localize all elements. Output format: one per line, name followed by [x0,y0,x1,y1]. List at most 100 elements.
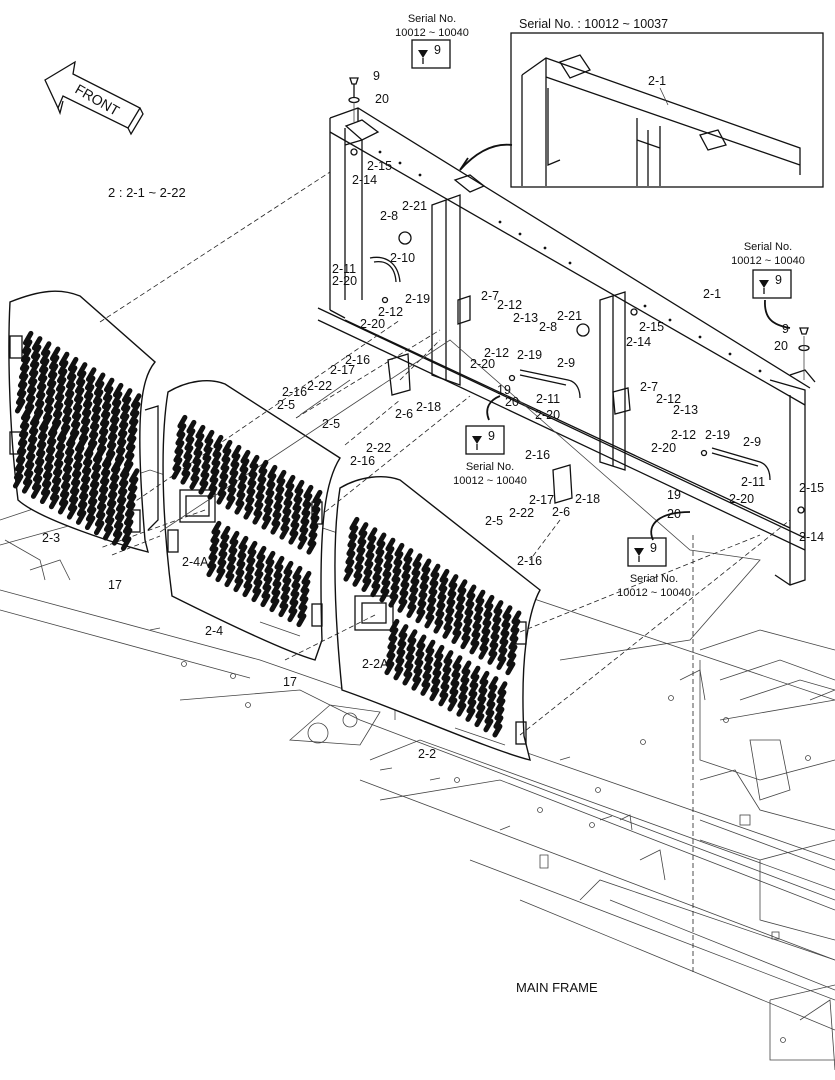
vent-slot [278,603,289,618]
part-number-label: 2-15 [799,481,824,495]
vent-slot [85,507,97,522]
part-number-label: 2-14 [799,530,824,544]
vent-slot [80,409,92,425]
part-number-label: 2-7 [481,289,499,303]
vent-slot [21,479,33,494]
vent-slot [415,609,426,624]
vent-slot [466,699,477,714]
vent-slot [280,586,291,601]
vent-slot [247,540,258,555]
vent-slot [482,611,493,626]
vent-slot [303,484,314,499]
vent-slot [363,561,374,575]
vent-slot [257,468,268,483]
part-number-label: 2-14 [626,335,651,349]
vent-slot [212,443,223,458]
vent-slot [357,530,368,545]
vent-slot [54,443,66,459]
vent-slot [194,433,205,448]
vent-slot [176,423,187,438]
vent-slot [261,584,272,599]
vent-slot [112,522,124,538]
vent-slot [265,481,276,496]
vent-slot [122,519,134,534]
vent-slot [226,556,237,571]
vent-slot [56,368,68,384]
vent-slot [203,438,214,453]
vent-slot [246,549,257,564]
vent-slot [193,441,204,456]
part-number-label: 2-5 [322,417,340,431]
vent-slot [426,597,437,612]
vent-slot [95,503,107,519]
vent-slot [470,632,481,646]
vent-slot [100,403,112,418]
vent-slot [416,601,427,615]
vent-slot [90,464,102,480]
vent-slot [74,379,86,394]
vent-slot [402,556,413,571]
vent-slot [439,684,450,698]
vent-slot [506,653,517,667]
vent-slot [225,564,236,579]
part-labels: 9202-152-142-212-82-102-112-202-192-122-… [42,69,824,761]
vent-slot [118,413,130,429]
vent-slot [461,627,472,641]
vent-slot [296,613,307,628]
vent-slot [22,330,34,346]
vent-slot [102,386,114,401]
part-number-label: 2-8 [539,320,557,334]
vent-slot [227,547,238,562]
vent-slot [291,574,302,589]
vent-slot [460,635,471,650]
vent-slot [393,551,404,566]
vent-slot [182,453,193,468]
part-number-label: 2-7 [640,380,658,394]
vent-slot [236,483,247,498]
vent-slot [382,563,393,577]
vent-slot [28,419,40,435]
vent-slot [88,423,100,439]
vent-slot [124,502,136,517]
vent-slot [487,651,498,665]
vent-slot [411,561,422,576]
part-number-label: 2-17 [529,493,554,507]
vent-slot [394,542,405,557]
part-number-label: 2-2 [418,747,436,761]
part-number-label: 2-12 [484,346,509,360]
vent-slot [282,500,293,515]
vent-slot [403,548,414,562]
vent-slot [208,477,219,492]
vent-slot [120,396,132,412]
vent-slot [204,429,215,444]
vent-slot [211,451,222,466]
vent-slot [124,444,136,459]
vent-slot [398,590,409,605]
vent-slot [288,599,299,614]
vent-slot [270,520,281,535]
vent-slot [101,394,113,410]
vent-slot [128,468,140,483]
vent-slot [300,510,311,525]
vent-slot [67,496,79,512]
vent-slot [186,419,197,434]
part-number-label: 2-12 [378,305,403,319]
vent-slot [477,687,488,702]
vent-slot [310,506,321,521]
vent-slot [465,708,476,722]
part-number-label: 2-12 [656,392,681,406]
part-number-label: 2-22 [509,506,534,520]
vent-slot [346,542,357,557]
vent-slot [23,462,35,477]
vent-slot [251,588,262,603]
vent-slot [235,492,246,507]
vent-slot [230,453,241,468]
part-number-label: 2-6 [552,505,570,519]
vent-slot [272,572,283,587]
vent-slot [432,661,443,676]
vent-slot [64,440,76,455]
vent-slot [127,476,139,492]
vent-slot [383,554,394,569]
vent-slot [474,598,485,612]
vent-slot [130,393,142,408]
